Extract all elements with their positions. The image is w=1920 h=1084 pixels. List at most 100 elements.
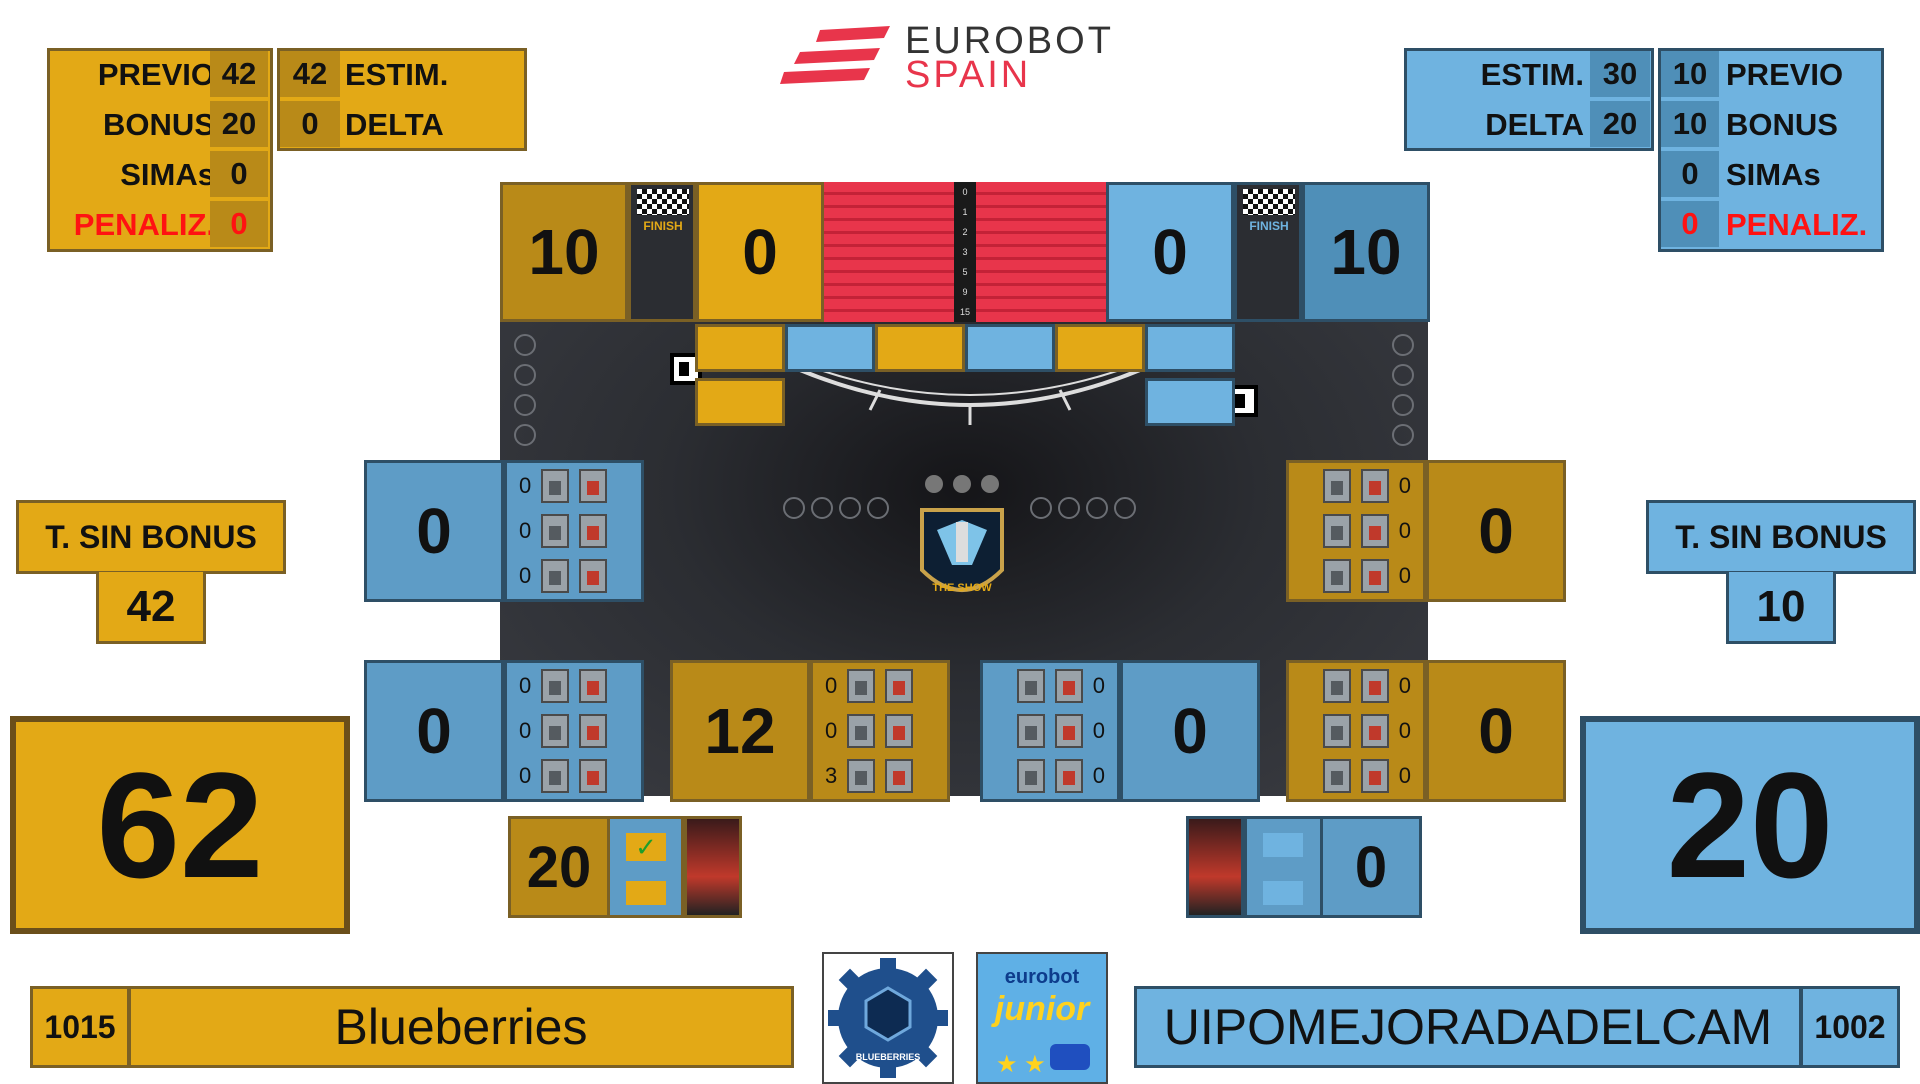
right-simas-label: SIMAs bbox=[1726, 157, 1821, 192]
card-icon bbox=[579, 668, 608, 703]
stage-tile bbox=[785, 324, 875, 372]
banner-empty-box bbox=[626, 881, 666, 905]
circle-marker bbox=[1392, 424, 1414, 446]
left-stats-panel: PREVIO 42 BONUS 20 SIMAs 0 PENALIZ. 0 42… bbox=[47, 48, 527, 252]
ladder-step: 9 bbox=[962, 287, 968, 297]
right-banner-card-icon bbox=[1186, 816, 1244, 918]
card-icon bbox=[1054, 759, 1083, 794]
card-row: 0 bbox=[825, 713, 947, 748]
card-count: 0 bbox=[1398, 672, 1411, 698]
circle-marker bbox=[1392, 334, 1414, 356]
right-bottom-cards: 0 0 0 bbox=[1286, 660, 1426, 802]
right-mid-score: 0 bbox=[1426, 460, 1566, 602]
field-circles-center-right bbox=[1030, 497, 1136, 519]
card-count: 0 bbox=[1092, 672, 1105, 698]
circle-marker bbox=[1058, 497, 1080, 519]
card-count: 0 bbox=[519, 717, 532, 743]
field-circles-center bbox=[783, 497, 889, 519]
left-bonus-label: BONUS bbox=[103, 107, 215, 142]
card-row: 0 bbox=[825, 668, 947, 703]
field-circles-right bbox=[1392, 334, 1414, 446]
card-icon bbox=[541, 513, 570, 548]
card-row: 0 bbox=[1322, 513, 1411, 548]
circle-marker bbox=[514, 394, 536, 416]
eurobot-spain-logo: EUROBOT SPAIN bbox=[780, 18, 1160, 96]
card-icon bbox=[1322, 559, 1351, 594]
right-sin-bonus-value: 10 bbox=[1726, 572, 1836, 644]
circle-marker bbox=[1392, 394, 1414, 416]
eurobot-junior-logo: eurobot junior ★ ★ bbox=[976, 952, 1108, 1084]
card-icon bbox=[579, 559, 608, 594]
card-count: 3 bbox=[825, 763, 838, 789]
right-delta-value: 20 bbox=[1590, 101, 1650, 147]
right-team-id: 1002 bbox=[1800, 986, 1900, 1068]
card-icon bbox=[1360, 513, 1389, 548]
left-penaliz-value: 0 bbox=[210, 201, 268, 247]
card-row: 0 bbox=[1322, 668, 1411, 703]
center-right-cards: 0 0 0 bbox=[980, 660, 1120, 802]
card-icon bbox=[1322, 713, 1351, 748]
card-row: 0 bbox=[519, 759, 641, 794]
card-row: 0 bbox=[519, 513, 641, 548]
right-estim-label: ESTIM. bbox=[1480, 57, 1584, 92]
card-icon bbox=[885, 713, 914, 748]
card-icon bbox=[1016, 668, 1045, 703]
check-icon: ✓ bbox=[635, 831, 657, 862]
stage-tile bbox=[965, 324, 1055, 372]
circle-marker bbox=[783, 497, 805, 519]
stage-tile bbox=[1145, 324, 1235, 372]
stage-tile bbox=[875, 324, 965, 372]
circle-marker bbox=[839, 497, 861, 519]
card-row: 0 bbox=[1322, 759, 1411, 794]
card-row: 0 bbox=[519, 668, 641, 703]
card-icon bbox=[541, 668, 570, 703]
right-penaliz-value: 0 bbox=[1661, 201, 1719, 247]
left-estim-label: ESTIM. bbox=[345, 57, 449, 92]
card-icon bbox=[1360, 713, 1389, 748]
left-simas-value: 0 bbox=[210, 151, 268, 197]
junior-logo-bottom: junior bbox=[994, 990, 1090, 1028]
left-bottom-score: 0 bbox=[364, 660, 504, 802]
right-stats-panel: ESTIM. 30 DELTA 20 10 PREVIO 10 BONUS 0 … bbox=[1404, 48, 1884, 252]
card-icon bbox=[1360, 468, 1389, 503]
ladder-step: 2 bbox=[962, 227, 968, 237]
card-count: 0 bbox=[1092, 717, 1105, 743]
card-count: 0 bbox=[1398, 717, 1411, 743]
right-ladder-bars bbox=[976, 182, 1106, 322]
left-banner-status: ✓ bbox=[610, 816, 684, 918]
ladder-step: 1 bbox=[962, 207, 968, 217]
right-top-score: 0 bbox=[1106, 182, 1234, 322]
card-icon bbox=[885, 759, 914, 794]
left-penaliz-label: PENALIZ. bbox=[73, 207, 215, 242]
card-icon bbox=[1016, 713, 1045, 748]
right-total-score: 20 bbox=[1580, 716, 1920, 934]
card-count: 0 bbox=[1398, 472, 1411, 498]
left-bonus-value: 20 bbox=[210, 101, 268, 147]
stage-tile bbox=[1055, 324, 1145, 372]
finish-flag-icon bbox=[1243, 189, 1295, 215]
left-team-name: Blueberries bbox=[128, 986, 794, 1068]
left-finish-score: 10 bbox=[500, 182, 628, 322]
circle-marker bbox=[1030, 497, 1052, 519]
ladder-step: 3 bbox=[962, 247, 968, 257]
left-sin-bonus-value: 42 bbox=[96, 572, 206, 644]
right-finish-zone: FINISH bbox=[1234, 182, 1302, 322]
junior-logo-top: eurobot bbox=[1004, 966, 1080, 988]
card-count: 0 bbox=[1398, 563, 1411, 589]
left-simas-label: SIMAs bbox=[120, 157, 215, 192]
right-estim-value: 30 bbox=[1590, 51, 1650, 97]
card-icon bbox=[579, 468, 608, 503]
left-delta-label: DELTA bbox=[345, 107, 444, 142]
center-left-score: 12 bbox=[670, 660, 810, 802]
card-icon bbox=[541, 759, 570, 794]
left-top-score: 0 bbox=[696, 182, 824, 322]
banner-check-box: ✓ bbox=[626, 831, 666, 862]
circle-marker bbox=[1086, 497, 1108, 519]
card-icon bbox=[579, 713, 608, 748]
card-count: 0 bbox=[519, 672, 532, 698]
field-center-text: THE SHOW bbox=[932, 582, 992, 594]
card-icon bbox=[1016, 759, 1045, 794]
stage-arc bbox=[799, 368, 1141, 425]
right-finish-score: 10 bbox=[1302, 182, 1430, 322]
stage-tile bbox=[1145, 378, 1235, 426]
